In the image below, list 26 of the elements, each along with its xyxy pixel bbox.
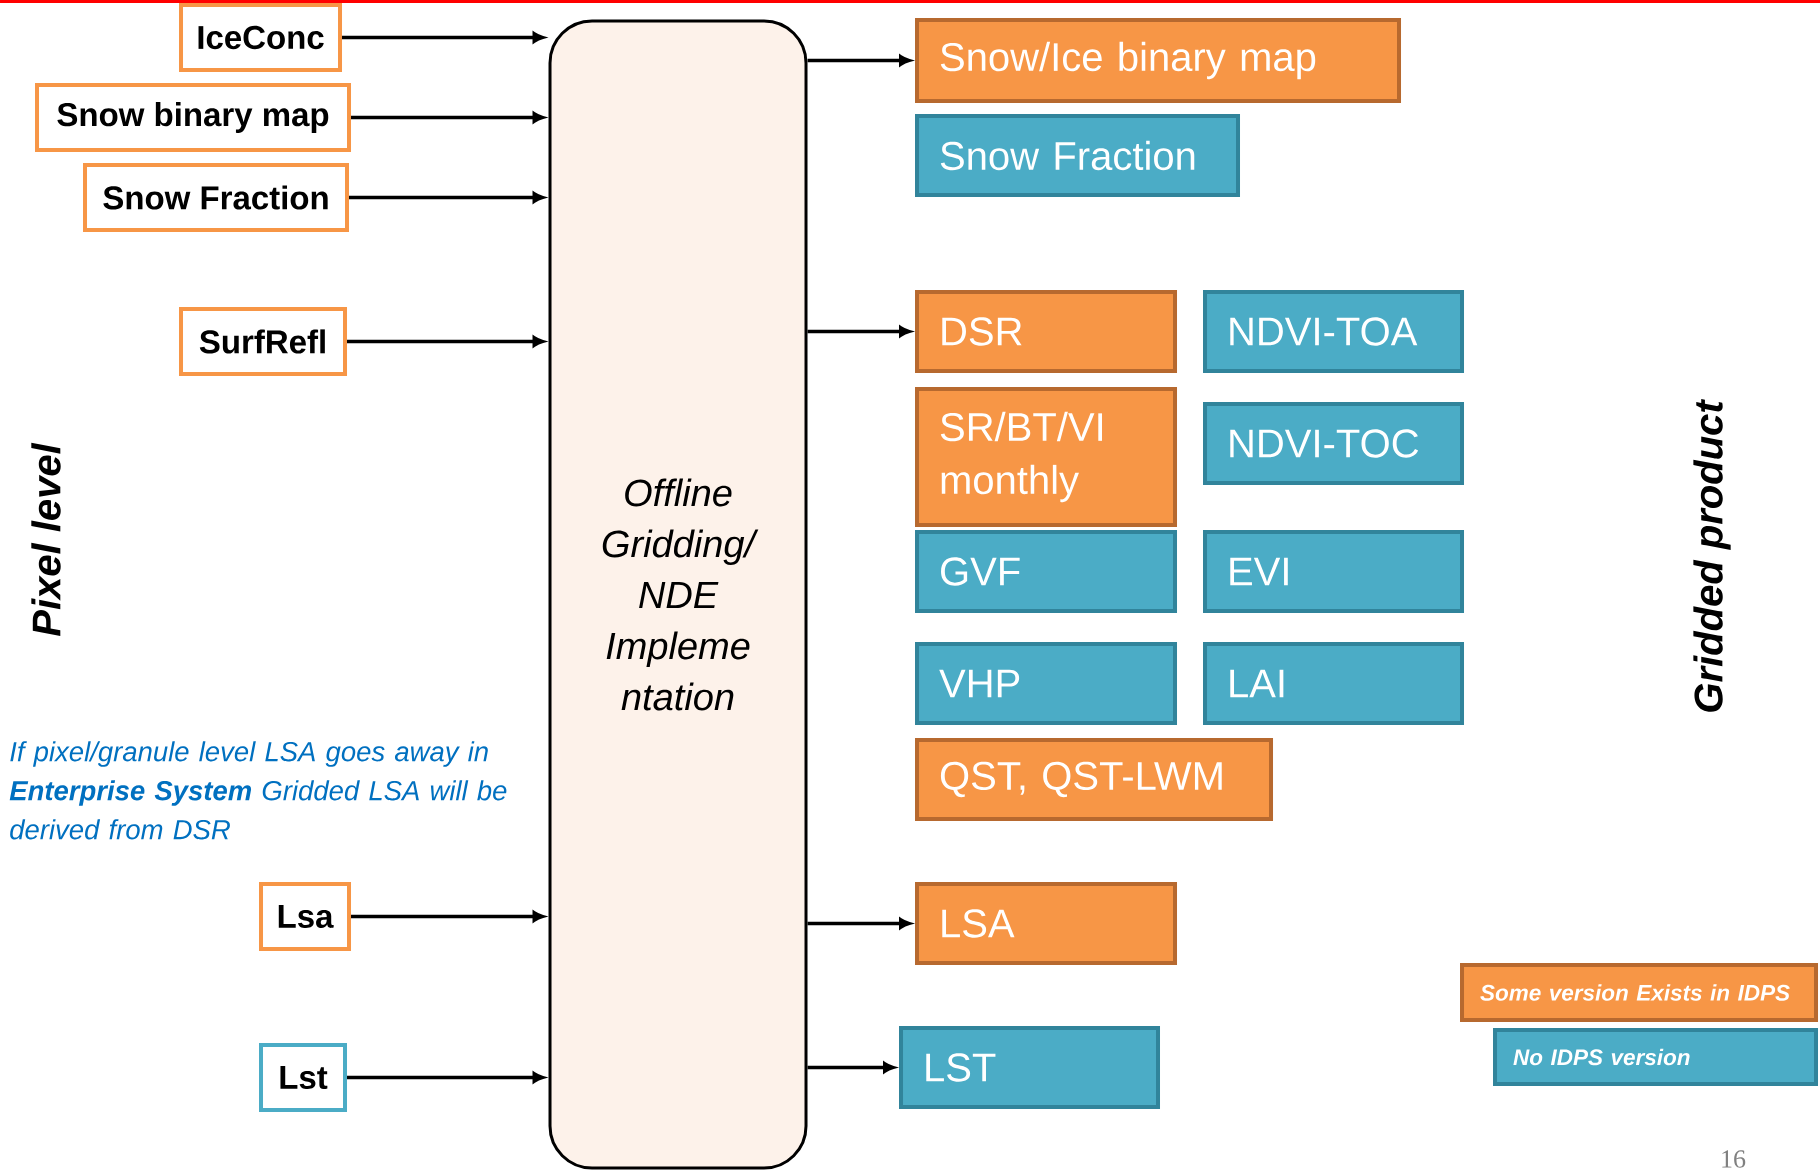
product-box: Snow/Ice binary map: [915, 18, 1401, 103]
input-box: Snow Fraction: [83, 163, 349, 232]
input-box: Snow binary map: [35, 83, 351, 152]
product-box: SR/BT/VI monthly: [915, 387, 1177, 527]
process-box: Offline Gridding/ NDE Impleme ntation: [548, 19, 808, 1170]
note-text: If pixel/granule level LSA goes away in Enterprise System Gridded LSA will be derived from DSR: [9, 741, 507, 840]
input-box: SurfRefl: [179, 307, 347, 376]
product-box: DSR: [915, 290, 1177, 373]
page-number: 16: [1722, 1150, 1746, 1168]
axis-title: Gridded product: [1693, 399, 1731, 712]
product-box: NDVI-TOC: [1203, 402, 1464, 485]
input-box: Lst: [259, 1043, 347, 1112]
product-box: LSA: [915, 882, 1177, 965]
legend-item: No IDPS version: [1493, 1028, 1818, 1086]
legend-item: Some version Exists in IDPS: [1460, 963, 1818, 1022]
product-box: EVI: [1203, 530, 1464, 613]
product-box: LAI: [1203, 642, 1464, 725]
axis-title: Pixel level: [31, 442, 61, 637]
product-box: GVF: [915, 530, 1177, 613]
product-box: VHP: [915, 642, 1177, 725]
product-box: LST: [899, 1026, 1160, 1109]
input-box: IceConc: [179, 3, 342, 72]
product-box: Snow Fraction: [915, 114, 1240, 197]
product-box: QST, QST-LWM: [915, 738, 1273, 821]
product-box: NDVI-TOA: [1203, 290, 1464, 373]
input-box: Lsa: [259, 882, 351, 951]
